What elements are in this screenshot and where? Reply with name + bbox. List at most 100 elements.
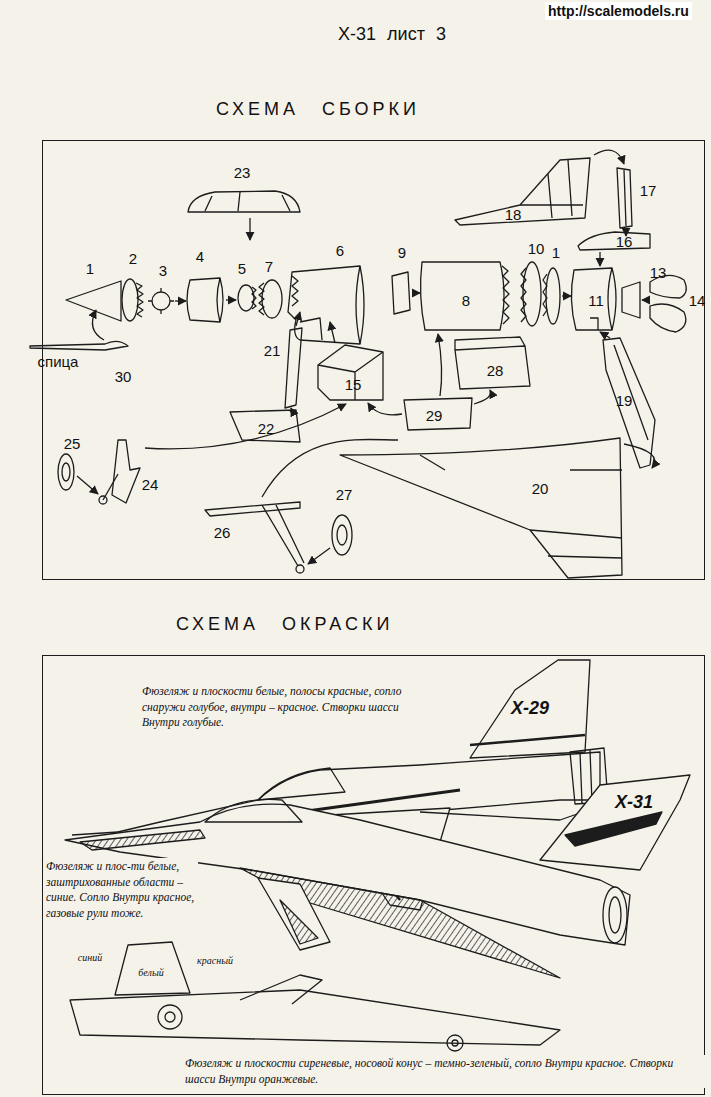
callout-number: 23 xyxy=(232,164,253,181)
third-drawing-stroke xyxy=(452,1040,458,1046)
former-parts-stroke xyxy=(152,292,170,310)
callout-number: 13 xyxy=(648,264,669,281)
canard-parts xyxy=(230,312,302,442)
x31-drawing-stroke xyxy=(565,812,662,846)
callout-number: 18 xyxy=(503,206,524,223)
canopy-part-stroke xyxy=(249,218,250,240)
tail-parts-stroke xyxy=(578,232,650,250)
fuselage-part xyxy=(288,262,686,344)
third-drawing xyxy=(70,942,560,1051)
former-parts-stroke xyxy=(238,285,254,311)
former-parts-stroke xyxy=(259,283,264,315)
panel-heading: СХЕМА СБОРКИ xyxy=(216,99,420,120)
callout-number: 9 xyxy=(396,244,408,261)
landing-gear-parts-stroke xyxy=(205,502,300,516)
intake-parts-stroke xyxy=(330,322,335,343)
panel-heading: СХЕМА ОКРАСКИ xyxy=(176,614,393,635)
callout-number: 4 xyxy=(194,248,206,265)
intake-parts-stroke xyxy=(455,346,530,389)
callout-number: 1 xyxy=(550,244,562,261)
landing-gear-parts-stroke xyxy=(296,565,304,573)
former-parts-stroke xyxy=(136,283,143,317)
intake-parts-stroke xyxy=(455,337,525,350)
former-parts-stroke xyxy=(148,288,174,314)
callout-number: 29 xyxy=(424,407,445,424)
third-drawing-stroke xyxy=(70,990,560,1045)
former-parts-stroke xyxy=(175,300,186,301)
page-title: X-31 лист 3 xyxy=(338,24,446,45)
color-label: синий xyxy=(77,952,103,963)
color-label: белый xyxy=(137,967,164,978)
third-drawing-stroke xyxy=(158,1005,182,1029)
fuselage-part-stroke xyxy=(650,304,686,332)
tail-marking: X-29 xyxy=(511,699,549,717)
tail-parts-stroke xyxy=(603,338,655,468)
landing-gear-parts-stroke xyxy=(112,440,140,503)
callout-number: 8 xyxy=(460,292,472,309)
tail-marking: X-31 xyxy=(615,793,653,811)
tail-parts-stroke xyxy=(455,158,590,225)
x31-drawing-stroke xyxy=(540,775,690,870)
third-drawing-stroke xyxy=(447,1035,463,1051)
wing-part xyxy=(340,438,655,578)
third-drawing-stroke xyxy=(240,975,322,1004)
former-parts-stroke xyxy=(262,280,282,318)
canard-parts-stroke xyxy=(285,328,302,408)
paint-note: Фюзеляж и плос-ти белые, заштрихованные … xyxy=(44,858,198,922)
canopy-part xyxy=(188,191,300,240)
nose-part xyxy=(30,281,128,350)
fuselage-part-stroke xyxy=(642,299,650,300)
fuselage-part-stroke xyxy=(571,268,616,330)
callout-number: 19 xyxy=(614,392,635,409)
fuselage-part-stroke xyxy=(288,266,364,344)
callout-number: 14 xyxy=(687,292,708,309)
third-drawing-stroke xyxy=(115,942,190,995)
fuselage-part-stroke xyxy=(543,274,547,316)
canopy-part-stroke xyxy=(205,192,290,211)
fuselage-part-stroke xyxy=(300,266,360,344)
landing-gear-parts-stroke xyxy=(337,525,347,545)
x31-drawing-stroke xyxy=(258,878,330,950)
fuselage-part-stroke xyxy=(412,292,420,293)
former-parts xyxy=(122,278,282,322)
tail-parts-stroke xyxy=(600,332,610,338)
landing-gear-parts-stroke xyxy=(62,463,70,481)
former-parts-stroke xyxy=(252,287,256,309)
tail-parts xyxy=(455,150,655,468)
callout-number: 25 xyxy=(62,435,83,452)
callout-number: 3 xyxy=(157,262,169,279)
callout-number: 1 xyxy=(84,260,96,277)
paint-note: Фюзеляж и плоскости белые, полосы красны… xyxy=(140,683,409,732)
x31-drawing-stroke xyxy=(80,830,205,850)
watermark: http://scalemodels.ru xyxy=(545,2,692,20)
callout-number: 24 xyxy=(140,476,161,493)
color-label: красный xyxy=(196,955,234,966)
callout-number: 27 xyxy=(334,486,355,503)
x31-drawing-stroke xyxy=(609,897,621,933)
fuselage-part-stroke xyxy=(622,282,640,318)
nose-part-stroke xyxy=(30,341,128,350)
intake-parts-stroke xyxy=(368,403,402,415)
callout-number: 20 xyxy=(530,480,551,497)
landing-gear-parts-stroke xyxy=(332,515,352,555)
x31-drawing-stroke xyxy=(240,868,560,978)
intake-parts-stroke xyxy=(318,352,383,400)
landing-gear-parts-stroke xyxy=(308,548,330,564)
tail-parts-stroke xyxy=(520,160,583,218)
callout-number: 7 xyxy=(263,258,275,275)
fuselage-part-stroke xyxy=(292,276,298,306)
fuselage-part-stroke xyxy=(502,266,509,324)
intake-parts-stroke xyxy=(262,439,398,497)
callout-number: 5 xyxy=(236,260,248,277)
intake-parts-stroke xyxy=(318,345,383,400)
tail-parts-stroke xyxy=(599,252,600,266)
panel-frame: СХЕМА СБОРКИ xyxy=(42,140,705,580)
canard-parts-stroke xyxy=(296,312,300,326)
intake-parts xyxy=(262,322,530,497)
intake-parts-stroke xyxy=(404,398,472,430)
landing-gear-parts-stroke xyxy=(103,474,118,500)
landing-gear-parts-stroke xyxy=(262,505,304,566)
callout-number: 6 xyxy=(334,242,346,259)
callout-number: спица xyxy=(36,353,81,370)
callout-number: 11 xyxy=(586,292,606,309)
